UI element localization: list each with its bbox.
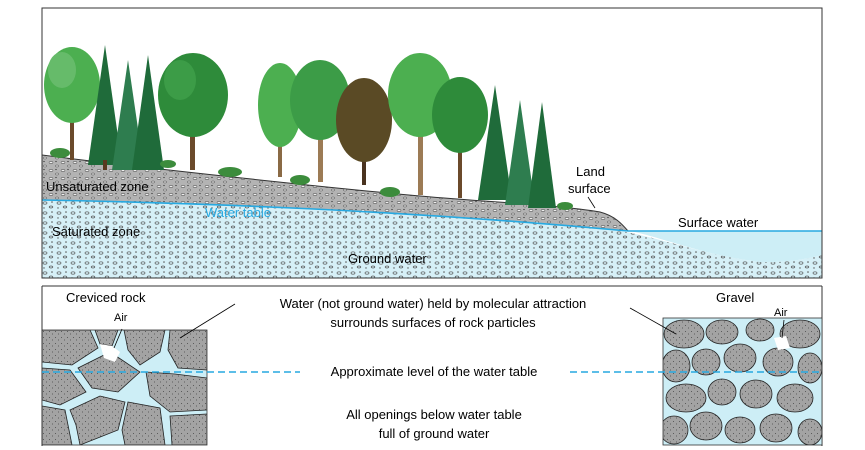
- air-leader-left: [113, 328, 123, 349]
- deciduous-tree-icon: [432, 77, 488, 198]
- creviced-rock-block: [42, 330, 207, 445]
- air-leader-right: [781, 319, 785, 339]
- conifer-tree-icon: [132, 55, 164, 170]
- unsaturated-zone-label: Unsaturated zone: [46, 179, 149, 194]
- landscape-cross-section: Unsaturated zone Water table Saturated z…: [42, 45, 822, 278]
- creviced-rock-label: Creviced rock: [66, 290, 146, 305]
- water-table-line: [42, 199, 629, 232]
- conifer-tree-icon: [505, 100, 535, 205]
- land-surface-label-line2: surface: [568, 181, 611, 196]
- openings-label-line2: full of ground water: [379, 426, 490, 441]
- molecular-leader-right: [629, 307, 677, 335]
- deciduous-tree-icon: [290, 60, 350, 182]
- saturated-zone-label: Saturated zone: [52, 224, 140, 239]
- air-pocket-right: [774, 336, 790, 350]
- openings-label-line1: All openings below water table: [346, 407, 522, 422]
- bottom-panel: Creviced rock Air Water (not ground wate…: [41, 285, 823, 446]
- top-panel-frame: [41, 7, 823, 279]
- tree-group: [44, 45, 573, 210]
- molecular-leader-left: [179, 303, 236, 339]
- land-surface-leader: [587, 196, 596, 209]
- creviced-rock-frame: [41, 329, 208, 446]
- deciduous-tree-icon: [336, 78, 392, 185]
- water-table-label: Water table: [205, 205, 271, 220]
- gravel-block: [663, 318, 822, 445]
- approx-water-table-label: Approximate level of the water table: [331, 364, 538, 379]
- unsaturated-zone-fill: [42, 155, 628, 231]
- molecular-attraction-label-line1: Water (not ground water) held by molecul…: [280, 296, 587, 311]
- molecular-attraction-label-line2: surrounds surfaces of rock particles: [330, 315, 536, 330]
- gravel-label: Gravel: [716, 290, 754, 305]
- shrub-row: [50, 148, 573, 210]
- air-label-right: Air: [774, 307, 788, 319]
- deciduous-tree-icon: [158, 53, 228, 170]
- conifer-tree-icon: [528, 102, 556, 208]
- air-label-left: Air: [114, 312, 128, 324]
- deciduous-tree-icon: [44, 47, 100, 160]
- conifer-tree-icon: [88, 45, 122, 170]
- saturated-zone-fill: [42, 200, 822, 278]
- gravel-frame: [662, 317, 823, 446]
- land-surface-label-line1: Land: [576, 164, 605, 179]
- surface-water-label: Surface water: [678, 215, 759, 230]
- conifer-tree-icon: [478, 85, 512, 200]
- deciduous-tree-icon: [258, 63, 302, 177]
- ground-water-label: Ground water: [348, 251, 427, 266]
- surface-water-body: [628, 231, 822, 263]
- air-pocket-left: [100, 344, 120, 362]
